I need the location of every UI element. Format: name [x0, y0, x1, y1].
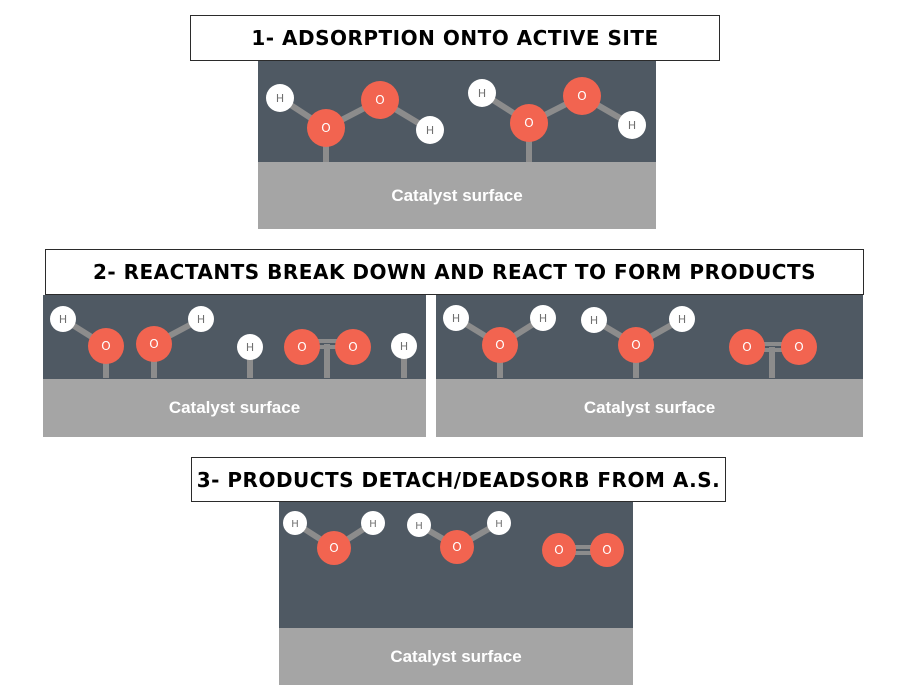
svg-text:H: H — [590, 314, 598, 327]
molecule-hydroxyl: O H — [136, 306, 214, 378]
oxygen-atom — [307, 109, 345, 147]
molecule-h2o2: H O O H — [468, 77, 646, 162]
svg-text:H: H — [539, 312, 547, 325]
stage-2-title: 2- REACTANTS BREAK DOWN AND REACT TO FOR… — [45, 249, 864, 295]
svg-text:H: H — [628, 119, 636, 132]
molecule-h2o2: H O O H — [266, 81, 444, 162]
oxygen-atom — [781, 329, 817, 365]
molecule-oxygen: O O — [729, 329, 817, 378]
catalyst-surface: Catalyst surface — [258, 162, 656, 229]
molecule-oxygen: O O — [542, 533, 624, 567]
oxygen-atom — [440, 530, 474, 564]
catalyst-surface-label: Catalyst surface — [391, 185, 523, 205]
stage-2-title-text: 2- REACTANTS BREAK DOWN AND REACT TO FOR… — [92, 260, 817, 284]
catalyst-surface-label: Catalyst surface — [583, 398, 716, 417]
svg-text:O: O — [524, 116, 533, 130]
svg-text:H: H — [478, 87, 486, 100]
svg-text:O: O — [149, 337, 158, 351]
svg-text:O: O — [375, 93, 384, 107]
oxygen-atom — [136, 326, 172, 362]
molecule-water: H O H — [581, 306, 695, 378]
oxygen-atom — [729, 329, 765, 365]
hydrogen-atom — [669, 306, 695, 332]
hydrogen-atom — [416, 116, 444, 144]
oxygen-atom — [563, 77, 601, 115]
svg-text:O: O — [554, 543, 563, 557]
oxygen-atom — [590, 533, 624, 567]
molecule-oxygen: O O — [284, 329, 371, 378]
stage-1-title: 1- ADSORPTION ONTO ACTIVE SITE — [190, 15, 720, 61]
hydrogen-atom — [468, 79, 496, 107]
oxygen-atom — [542, 533, 576, 567]
oxygen-atom — [284, 329, 320, 365]
oxygen-atom — [510, 104, 548, 142]
oxygen-atom — [361, 81, 399, 119]
hydrogen-atom — [361, 511, 385, 535]
svg-text:O: O — [321, 121, 330, 135]
catalyst-surface: Catalyst surface — [279, 628, 633, 685]
stage-2-panel-right: H O H H O H O O Catalyst surface — [436, 295, 863, 437]
svg-text:H: H — [426, 124, 434, 137]
stage-3-panel: H O H H O H O O Catalyst surface — [279, 502, 633, 685]
svg-text:H: H — [291, 519, 299, 530]
stage-3-title-text: 3- PRODUCTS DETACH/DEADSORB FROM A.S. — [196, 467, 721, 492]
svg-text:O: O — [602, 543, 611, 557]
hydrogen-atom — [487, 511, 511, 535]
catalyst-surface-label: Catalyst surface — [390, 646, 522, 666]
oxygen-atom — [335, 329, 371, 365]
svg-text:O: O — [452, 540, 461, 554]
svg-text:O: O — [577, 89, 586, 103]
hydrogen-atom — [407, 513, 431, 537]
svg-text:O: O — [631, 338, 640, 352]
stage-1-title-text: 1- ADSORPTION ONTO ACTIVE SITE — [251, 26, 659, 50]
oxygen-atom — [317, 531, 351, 565]
stage-3-title: 3- PRODUCTS DETACH/DEADSORB FROM A.S. — [191, 457, 726, 502]
svg-text:O: O — [297, 340, 306, 354]
svg-text:H: H — [276, 92, 284, 105]
stage-1-molecules: H O O H H O O H — [266, 77, 646, 162]
catalyst-surface: Catalyst surface — [436, 379, 863, 437]
stage-2-panel-left: H O O H H O O H — [43, 295, 426, 437]
molecule-hydroxyl: H O — [50, 306, 124, 378]
hydrogen-atom — [618, 111, 646, 139]
stage-1-panel: H O O H H O O H Catalyst surface — [258, 61, 656, 229]
oxygen-atom — [618, 327, 654, 363]
svg-text:H: H — [246, 341, 254, 354]
svg-text:H: H — [400, 340, 408, 353]
svg-text:O: O — [348, 340, 357, 354]
molecule-water: H O H — [407, 511, 511, 564]
molecule-hydrogen: H — [237, 334, 263, 378]
hydrogen-atom — [266, 84, 294, 112]
svg-text:H: H — [197, 313, 205, 326]
stage-2-left-molecules: H O O H H O O H — [50, 306, 417, 378]
hydrogen-atom — [443, 305, 469, 331]
svg-text:H: H — [59, 313, 67, 326]
molecule-hydrogen: H — [391, 333, 417, 378]
oxygen-atom — [482, 327, 518, 363]
catalyst-surface-label: Catalyst surface — [168, 398, 301, 417]
svg-text:H: H — [495, 519, 503, 530]
svg-text:H: H — [678, 313, 686, 326]
svg-text:O: O — [329, 541, 338, 555]
hydrogen-atom — [581, 307, 607, 333]
hydrogen-atom — [50, 306, 76, 332]
svg-text:H: H — [369, 519, 377, 530]
hydrogen-atom — [188, 306, 214, 332]
stage-3-molecules: H O H H O H O O — [283, 511, 624, 567]
stage-2-right-molecules: H O H H O H O O — [443, 305, 817, 378]
molecule-water: H O H — [283, 511, 385, 565]
molecule-water: H O H — [443, 305, 556, 378]
oxygen-atom — [88, 328, 124, 364]
catalyst-surface: Catalyst surface — [43, 379, 426, 437]
svg-text:O: O — [742, 340, 751, 354]
hydrogen-atom — [237, 334, 263, 360]
hydrogen-atom — [530, 305, 556, 331]
svg-text:O: O — [101, 339, 110, 353]
svg-text:H: H — [452, 312, 460, 325]
svg-text:O: O — [495, 338, 504, 352]
hydrogen-atom — [391, 333, 417, 359]
svg-text:H: H — [415, 521, 423, 532]
svg-text:O: O — [794, 340, 803, 354]
hydrogen-atom — [283, 511, 307, 535]
